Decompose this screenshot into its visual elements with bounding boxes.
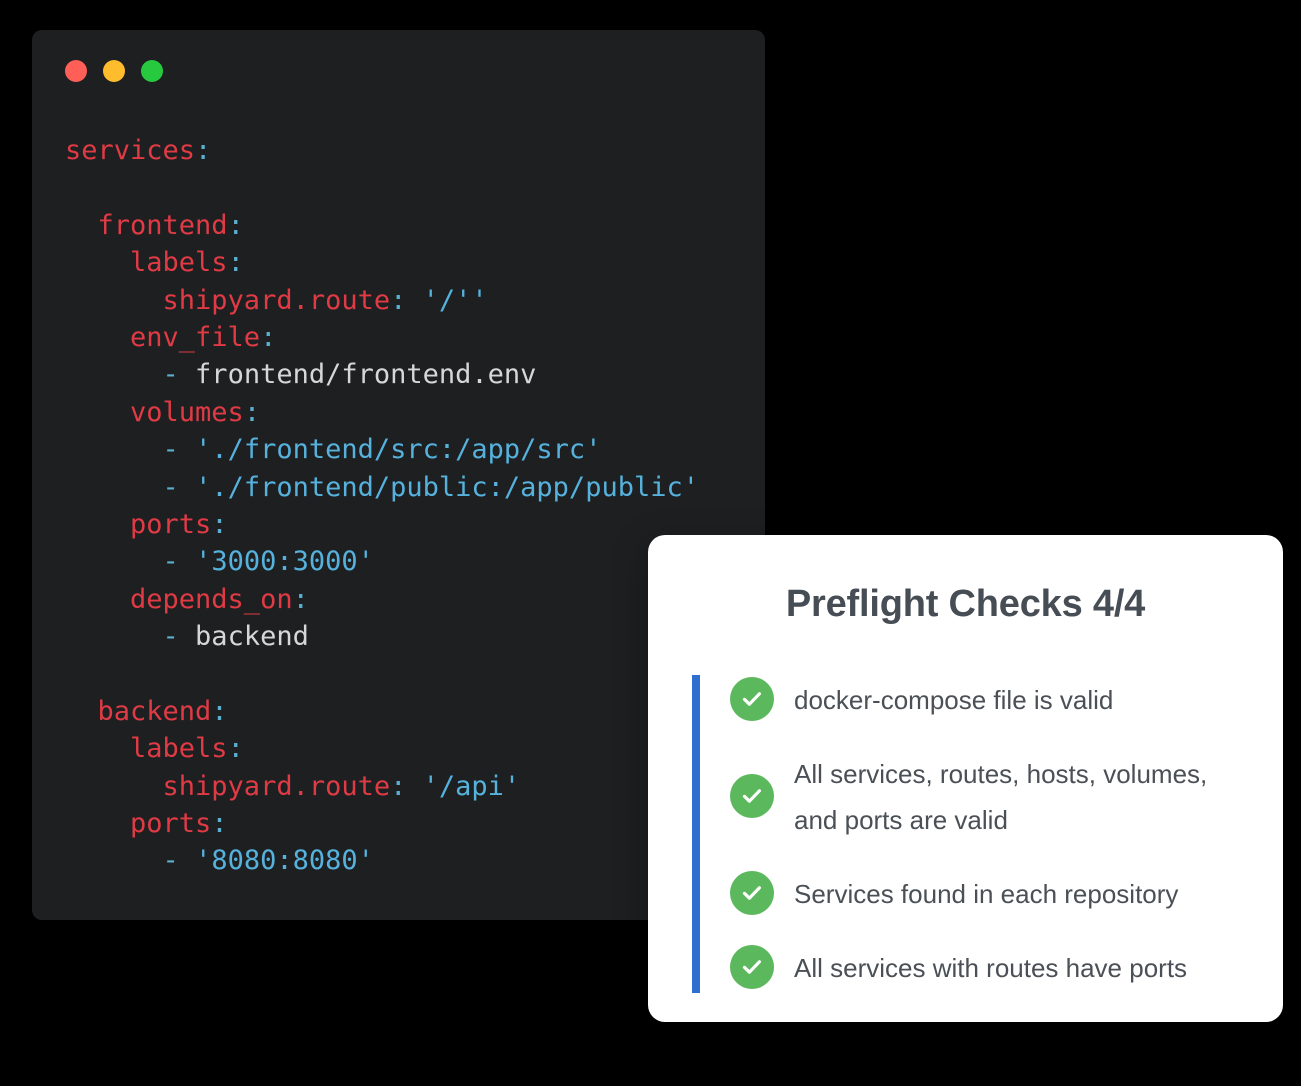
- code-token-punct: :: [195, 135, 212, 166]
- check-circle-icon: [730, 945, 774, 989]
- code-token-plain: backend: [178, 621, 309, 653]
- check-circle-icon: [730, 677, 774, 721]
- code-token-dash: -: [65, 471, 179, 503]
- code-token-dash: -: [65, 621, 179, 653]
- check-item: All services with routes have ports: [730, 945, 1251, 991]
- code-token-dash: -: [65, 546, 179, 578]
- close-button[interactable]: [65, 60, 87, 82]
- code-token-str: '8080:8080': [195, 845, 374, 877]
- code-token-key: ports: [65, 508, 212, 540]
- maximize-button[interactable]: [141, 60, 163, 82]
- code-token-dash: -: [65, 359, 179, 391]
- code-token-key: volumes: [65, 396, 244, 428]
- code-token-plain: frontend/frontend.env: [178, 359, 537, 391]
- code-token-punct: :: [260, 321, 277, 353]
- code-token-punct: :: [227, 247, 244, 279]
- code-line: services:: [65, 132, 765, 169]
- code-token-plain: [179, 546, 195, 577]
- code-line: shipyard.route: '/api': [65, 768, 765, 805]
- code-token-punct: :: [243, 396, 261, 428]
- code-token-punct: :: [292, 583, 309, 615]
- code-token-str: './frontend/src:/app/src': [195, 434, 602, 466]
- code-line: - '3000:3000': [65, 543, 765, 580]
- code-line: labels:: [65, 730, 765, 767]
- code-line: - backend: [65, 618, 765, 655]
- check-circle-icon: [730, 871, 774, 915]
- code-line: backend:: [65, 693, 765, 730]
- code-line: depends_on:: [65, 581, 765, 618]
- code-token-str: './frontend/public:/app/public': [195, 471, 699, 503]
- code-editor-window: services: frontend: labels: shipyard.rou…: [32, 30, 765, 920]
- code-token-key: ports: [65, 808, 212, 840]
- code-token-punct: :: [227, 209, 244, 241]
- yaml-code-block[interactable]: services: frontend: labels: shipyard.rou…: [65, 132, 765, 880]
- code-token-plain: [179, 845, 195, 876]
- code-line: volumes:: [65, 394, 765, 431]
- code-token-key: shipyard.route: [65, 284, 391, 316]
- code-line: [65, 169, 765, 206]
- code-line: - '8080:8080': [65, 842, 765, 879]
- code-token-punct: :: [211, 695, 228, 727]
- code-line: frontend:: [65, 207, 765, 244]
- check-circle-icon: [730, 774, 774, 818]
- check-item: All services, routes, hosts, volumes, an…: [730, 751, 1251, 843]
- preflight-checks-card: Preflight Checks 4/4 docker-compose file…: [648, 535, 1283, 1022]
- code-token-key: frontend: [65, 209, 228, 241]
- code-token-plain: [179, 472, 195, 503]
- code-token-key: env_file: [65, 321, 261, 353]
- page-title: Preflight Checks 4/4: [785, 583, 1146, 625]
- code-token-punct: :: [390, 770, 407, 802]
- code-line: - './frontend/public:/app/public': [65, 469, 765, 506]
- code-token-punct: :: [211, 508, 228, 540]
- code-token-key: labels: [65, 247, 228, 279]
- check-item: docker-compose file is valid: [730, 677, 1251, 723]
- code-line: ports:: [65, 805, 765, 842]
- minimize-button[interactable]: [103, 60, 125, 82]
- code-token-punct: :: [390, 284, 407, 316]
- code-token-dash: -: [65, 434, 179, 466]
- code-token-punct: :: [211, 808, 228, 840]
- code-token-key: backend: [65, 695, 212, 727]
- code-line: ports:: [65, 506, 765, 543]
- code-token-str: '/'': [422, 284, 488, 316]
- code-token-key: shipyard.route: [65, 770, 391, 802]
- code-token-plain: [406, 285, 422, 316]
- code-line: labels:: [65, 244, 765, 281]
- accent-bar: [692, 675, 700, 993]
- code-line: - './frontend/src:/app/src': [65, 431, 765, 468]
- code-token-str: '3000:3000': [195, 546, 374, 578]
- check-label: All services with routes have ports: [794, 953, 1188, 983]
- check-label: docker-compose file is valid: [794, 685, 1114, 715]
- code-token-key: labels: [65, 733, 228, 765]
- check-label: Services found in each repository: [794, 879, 1179, 909]
- code-token-key: services: [65, 135, 196, 166]
- code-token-plain: [406, 771, 422, 802]
- code-line: - frontend/frontend.env: [65, 356, 765, 393]
- code-token-dash: -: [65, 845, 179, 877]
- code-token-key: depends_on: [65, 583, 293, 615]
- code-token-str: '/api': [422, 770, 521, 802]
- code-line: env_file:: [65, 319, 765, 356]
- check-label: All services, routes, hosts, volumes, an…: [794, 759, 1208, 835]
- code-line: shipyard.route: '/'': [65, 282, 765, 319]
- window-controls: [65, 60, 163, 82]
- check-item: Services found in each repository: [730, 871, 1251, 917]
- code-token-plain: [179, 434, 195, 465]
- code-token-punct: :: [227, 733, 244, 765]
